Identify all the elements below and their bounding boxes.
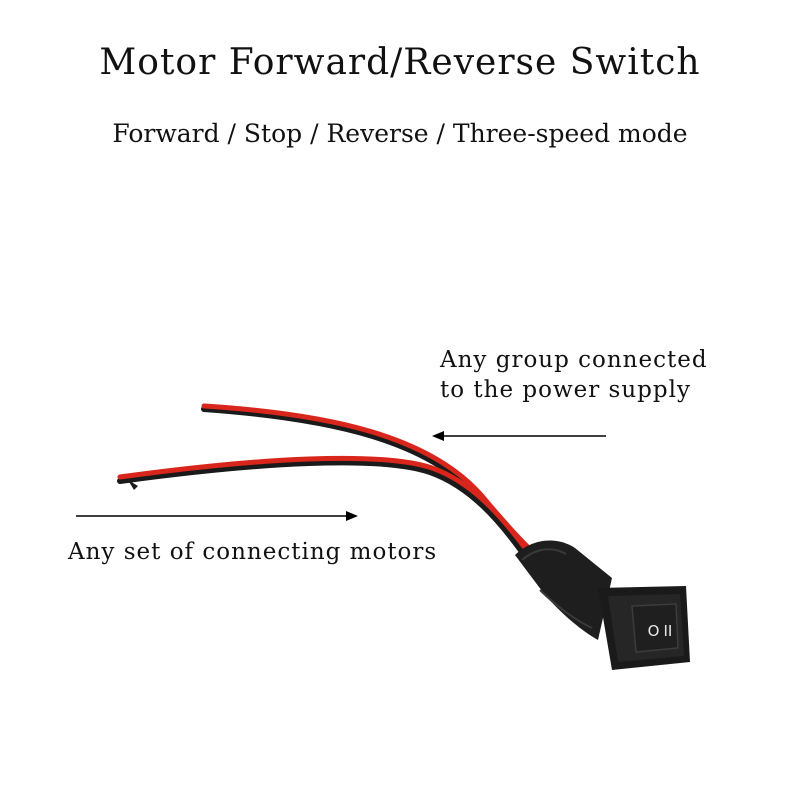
switch-mark-off: O <box>648 622 660 640</box>
power-supply-annotation: Any group connected to the power supply <box>440 345 708 405</box>
motor-wire <box>117 455 534 563</box>
page-subtitle: Forward / Stop / Reverse / Three-speed m… <box>112 119 688 148</box>
motors-annotation: Any set of connecting motors <box>68 539 438 565</box>
power-supply-line-1: Any group connected <box>440 347 708 373</box>
page-title: Motor Forward/Reverse Switch <box>99 42 701 83</box>
switch-boot <box>515 540 612 640</box>
switch-mark-two: II <box>663 622 672 640</box>
power-supply-line-2: to the power supply <box>440 377 691 403</box>
